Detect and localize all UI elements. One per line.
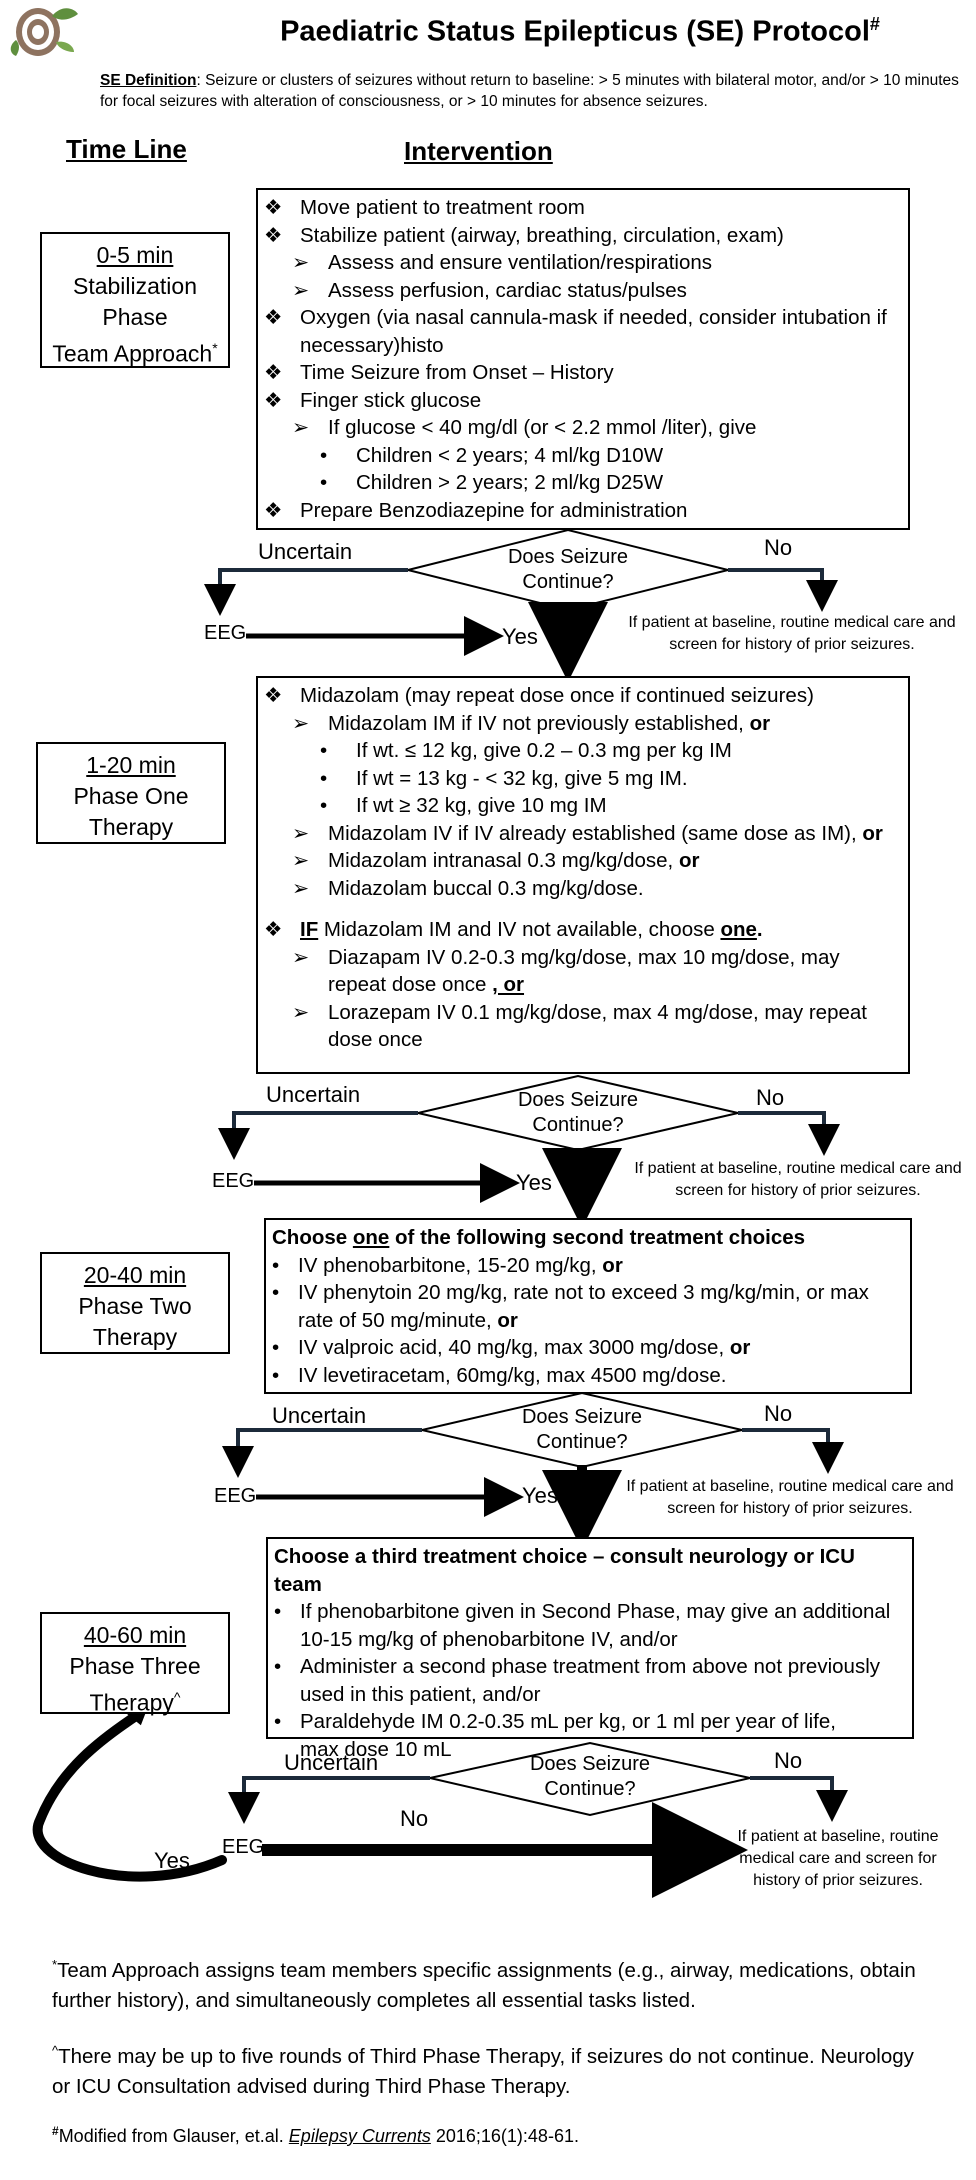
footnote-third-phase: ^There may be up to five rounds of Third… [52, 2043, 914, 2098]
no-path-4 [750, 1776, 848, 1822]
no-label-4: No [774, 1748, 803, 1773]
page-title: Paediatric Status Epilepticus (SE) Proto… [280, 14, 880, 48]
intervention-box-phase-one: ❖Midazolam (may repeat dose once if cont… [256, 676, 910, 1074]
phase-time: 40-60 min [83, 1622, 187, 1648]
baseline-note-4: If patient at baseline, routine medical … [737, 1828, 939, 1889]
no-label-2: No [756, 1085, 785, 1110]
se-definition: SE Definition: Seizure or clusters of se… [100, 72, 959, 110]
phase-box-one: 1-20 min Phase One Therapy [36, 742, 226, 844]
eeg-label-1: EEG [204, 622, 247, 644]
uncertain-path-3 [222, 1428, 422, 1478]
eeg-label-4: EEG [222, 1836, 265, 1858]
eeg-label-3: EEG [214, 1485, 257, 1507]
baseline-note-2: If patient at baseline, routine medical … [634, 1160, 962, 1199]
no-label-3: No [764, 1401, 793, 1426]
phase-time: 0-5 min [96, 242, 174, 268]
baseline-note-1: If patient at baseline, routine medical … [628, 614, 956, 653]
no-path-3 [742, 1428, 844, 1474]
uncertain-label-4: Uncertain [284, 1750, 379, 1775]
uncertain-label-1: Uncertain [258, 539, 353, 564]
intervention-box-stabilization: ❖Move patient to treatment room ❖Stabili… [256, 188, 910, 530]
yes-label-1: Yes [502, 624, 538, 649]
no-label-1: No [764, 535, 793, 560]
uncertain-path-4 [228, 1776, 430, 1824]
intervention-header: Intervention [404, 136, 553, 166]
yes-label-4: Yes [154, 1848, 190, 1873]
phase-time: 1-20 min [86, 752, 176, 778]
phase-box-stabilization: 0-5 min Stabilization Phase Team Approac… [40, 232, 230, 368]
no-path-1 [728, 568, 838, 612]
footnote-source: #Modified from Glauser, et.al. Epilepsy … [52, 2124, 579, 2146]
uncertain-path-2 [218, 1111, 418, 1160]
phase-time: 20-40 min [83, 1262, 187, 1288]
baseline-note-3: If patient at baseline, routine medical … [626, 1478, 954, 1517]
yes-label-2: Yes [516, 1170, 552, 1195]
timeline-header: Time Line [66, 134, 187, 164]
yes-label-3: Yes [522, 1483, 558, 1508]
phase-box-two: 20-40 min Phase Two Therapy [40, 1252, 230, 1354]
footnote-team-approach: *Team Approach assigns team members spec… [52, 1957, 916, 2012]
intervention-box-phase-three: Choose a third treatment choice – consul… [266, 1537, 914, 1761]
logo-icon [10, 8, 78, 56]
intervention-box-phase-two: Choose one of the following second treat… [264, 1218, 912, 1394]
return-arrow-curve [32, 1711, 227, 1882]
phase-box-three: 40-60 min Phase Three Therapy^ [40, 1612, 230, 1716]
eeg-label-2: EEG [212, 1170, 255, 1192]
uncertain-label-2: Uncertain [266, 1082, 361, 1107]
uncertain-label-3: Uncertain [272, 1403, 367, 1428]
no-label-eeg: No [400, 1806, 429, 1831]
uncertain-path-1 [204, 568, 408, 616]
no-path-2 [738, 1111, 840, 1156]
